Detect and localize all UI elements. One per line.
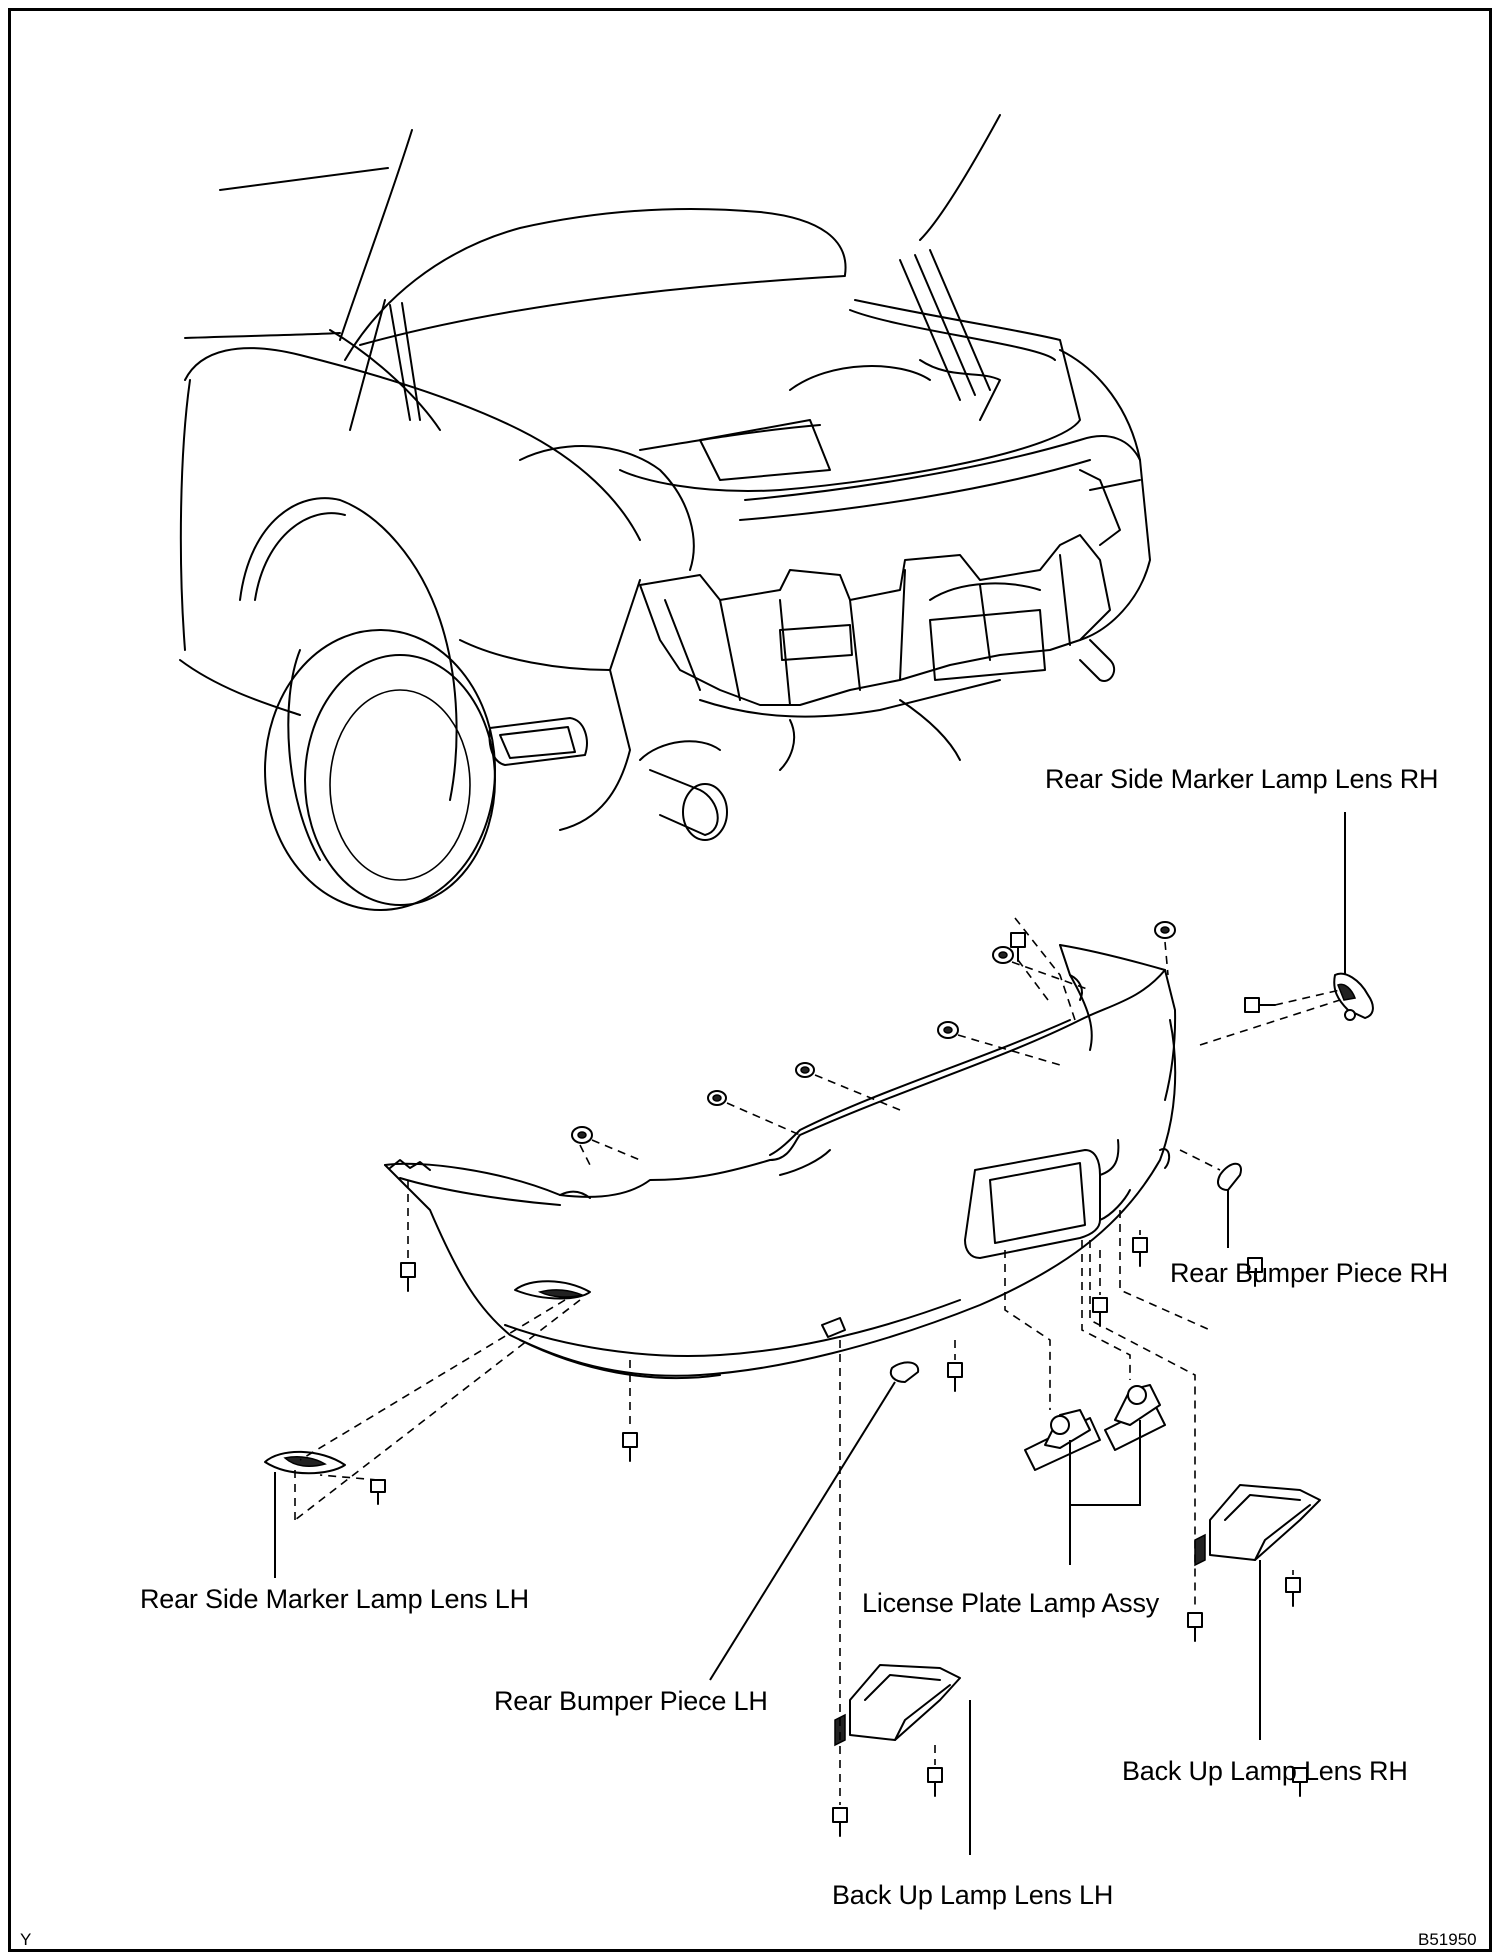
rear-side-marker-rh-part: [1333, 972, 1374, 1021]
back-up-lamp-lh-part: [834, 1664, 961, 1747]
label-back-up-lamp-lens-rh: Back Up Lamp Lens RH: [1122, 1756, 1408, 1786]
rear-bumper-piece-lh-part: [889, 1361, 920, 1383]
label-back-up-lamp-lens-lh: Back Up Lamp Lens LH: [832, 1880, 1114, 1910]
fasteners: [370, 921, 1308, 1837]
rear-bumper-piece-rh-part: [1217, 1162, 1242, 1191]
car-body: [179, 114, 1151, 911]
label-license-plate-lamp-assy: License Plate Lamp Assy: [862, 1588, 1160, 1618]
assembly-lines: [294, 917, 1341, 1805]
corner-mark-left: Y: [20, 1930, 32, 1949]
label-rear-bumper-piece-rh: Rear Bumper Piece RH: [1170, 1258, 1449, 1288]
label-rear-side-marker-lamp-lens-rh: Rear Side Marker Lamp Lens RH: [1045, 764, 1439, 794]
label-rear-side-marker-lamp-lens-lh: Rear Side Marker Lamp Lens LH: [140, 1584, 529, 1614]
license-plate-lamp-parts: [1024, 1384, 1166, 1471]
diagram-frame: [8, 8, 1492, 1952]
figure-code: B51950: [1418, 1930, 1477, 1949]
label-rear-bumper-piece-lh: Rear Bumper Piece LH: [494, 1686, 768, 1716]
back-up-lamp-rh-part: [1194, 1484, 1321, 1567]
leader-lines: [274, 812, 1346, 1855]
rear-bumper-cover: [384, 944, 1177, 1380]
rear-side-marker-lh-part: [264, 1450, 346, 1475]
